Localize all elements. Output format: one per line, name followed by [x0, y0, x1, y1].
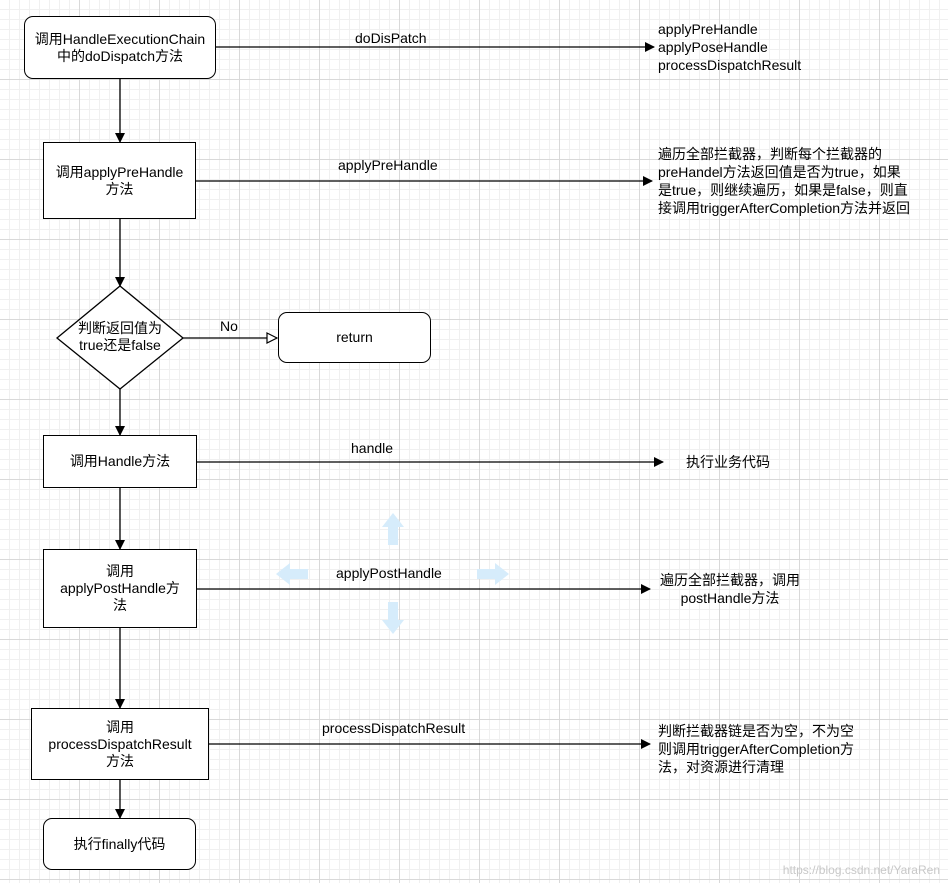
node-start[interactable]: 调用HandleExecutionChain 中的doDispatch方法	[24, 16, 216, 79]
hint-arrow-left-icon	[276, 563, 308, 585]
node-process-result[interactable]: 调用 processDispatchResult 方法	[31, 708, 209, 780]
hint-arrow-right-icon	[477, 563, 509, 585]
note-prehandle: 遍历全部拦截器，判断每个拦截器的 preHandel方法返回值是否为true，如…	[658, 146, 911, 216]
node-process-result-label: 调用 processDispatchResult 方法	[48, 718, 192, 769]
edge-label-posthandle: applyPostHandle	[336, 565, 442, 581]
node-return[interactable]: return	[278, 312, 431, 363]
node-finally-label: 执行finally代码	[73, 835, 166, 852]
decision-label: 判断返回值为 true还是false	[78, 320, 162, 353]
node-posthandle-label: 调用 applyPostHandle方 法	[60, 563, 180, 613]
move-hint-arrows	[276, 513, 509, 634]
node-return-label: return	[336, 329, 373, 345]
watermark: https://blog.csdn.net/YaraRen	[782, 863, 940, 877]
node-finally[interactable]: 执行finally代码	[43, 818, 196, 870]
edge-label-dispatch: doDisPatch	[355, 30, 427, 46]
edge-label-process: processDispatchResult	[322, 720, 466, 736]
node-prehandle-label: 调用applyPreHandle 方法	[55, 163, 184, 197]
node-start-label: 调用HandleExecutionChain 中的doDispatch方法	[34, 30, 206, 64]
note-dispatch: applyPreHandle applyPoseHandle processDi…	[658, 21, 802, 73]
decision-diamond[interactable]	[55, 285, 185, 390]
hint-arrow-down-icon	[382, 602, 404, 634]
note-handle: 执行业务代码	[686, 454, 770, 470]
edge-label-no: No	[220, 318, 238, 334]
node-handle-label: 调用Handle方法	[69, 453, 171, 469]
note-process-result: 判断拦截器链是否为空，不为空 则调用triggerAfterCompletion…	[658, 723, 855, 775]
note-posthandle: 遍历全部拦截器，调用 postHandle方法	[660, 572, 800, 606]
node-posthandle[interactable]: 调用 applyPostHandle方 法	[43, 549, 197, 628]
edge-label-prehandle: applyPreHandle	[338, 157, 438, 173]
hint-arrow-up-icon	[382, 513, 404, 545]
node-prehandle[interactable]: 调用applyPreHandle 方法	[43, 142, 196, 219]
edge-label-handle: handle	[351, 440, 394, 456]
node-handle[interactable]: 调用Handle方法	[43, 435, 197, 488]
